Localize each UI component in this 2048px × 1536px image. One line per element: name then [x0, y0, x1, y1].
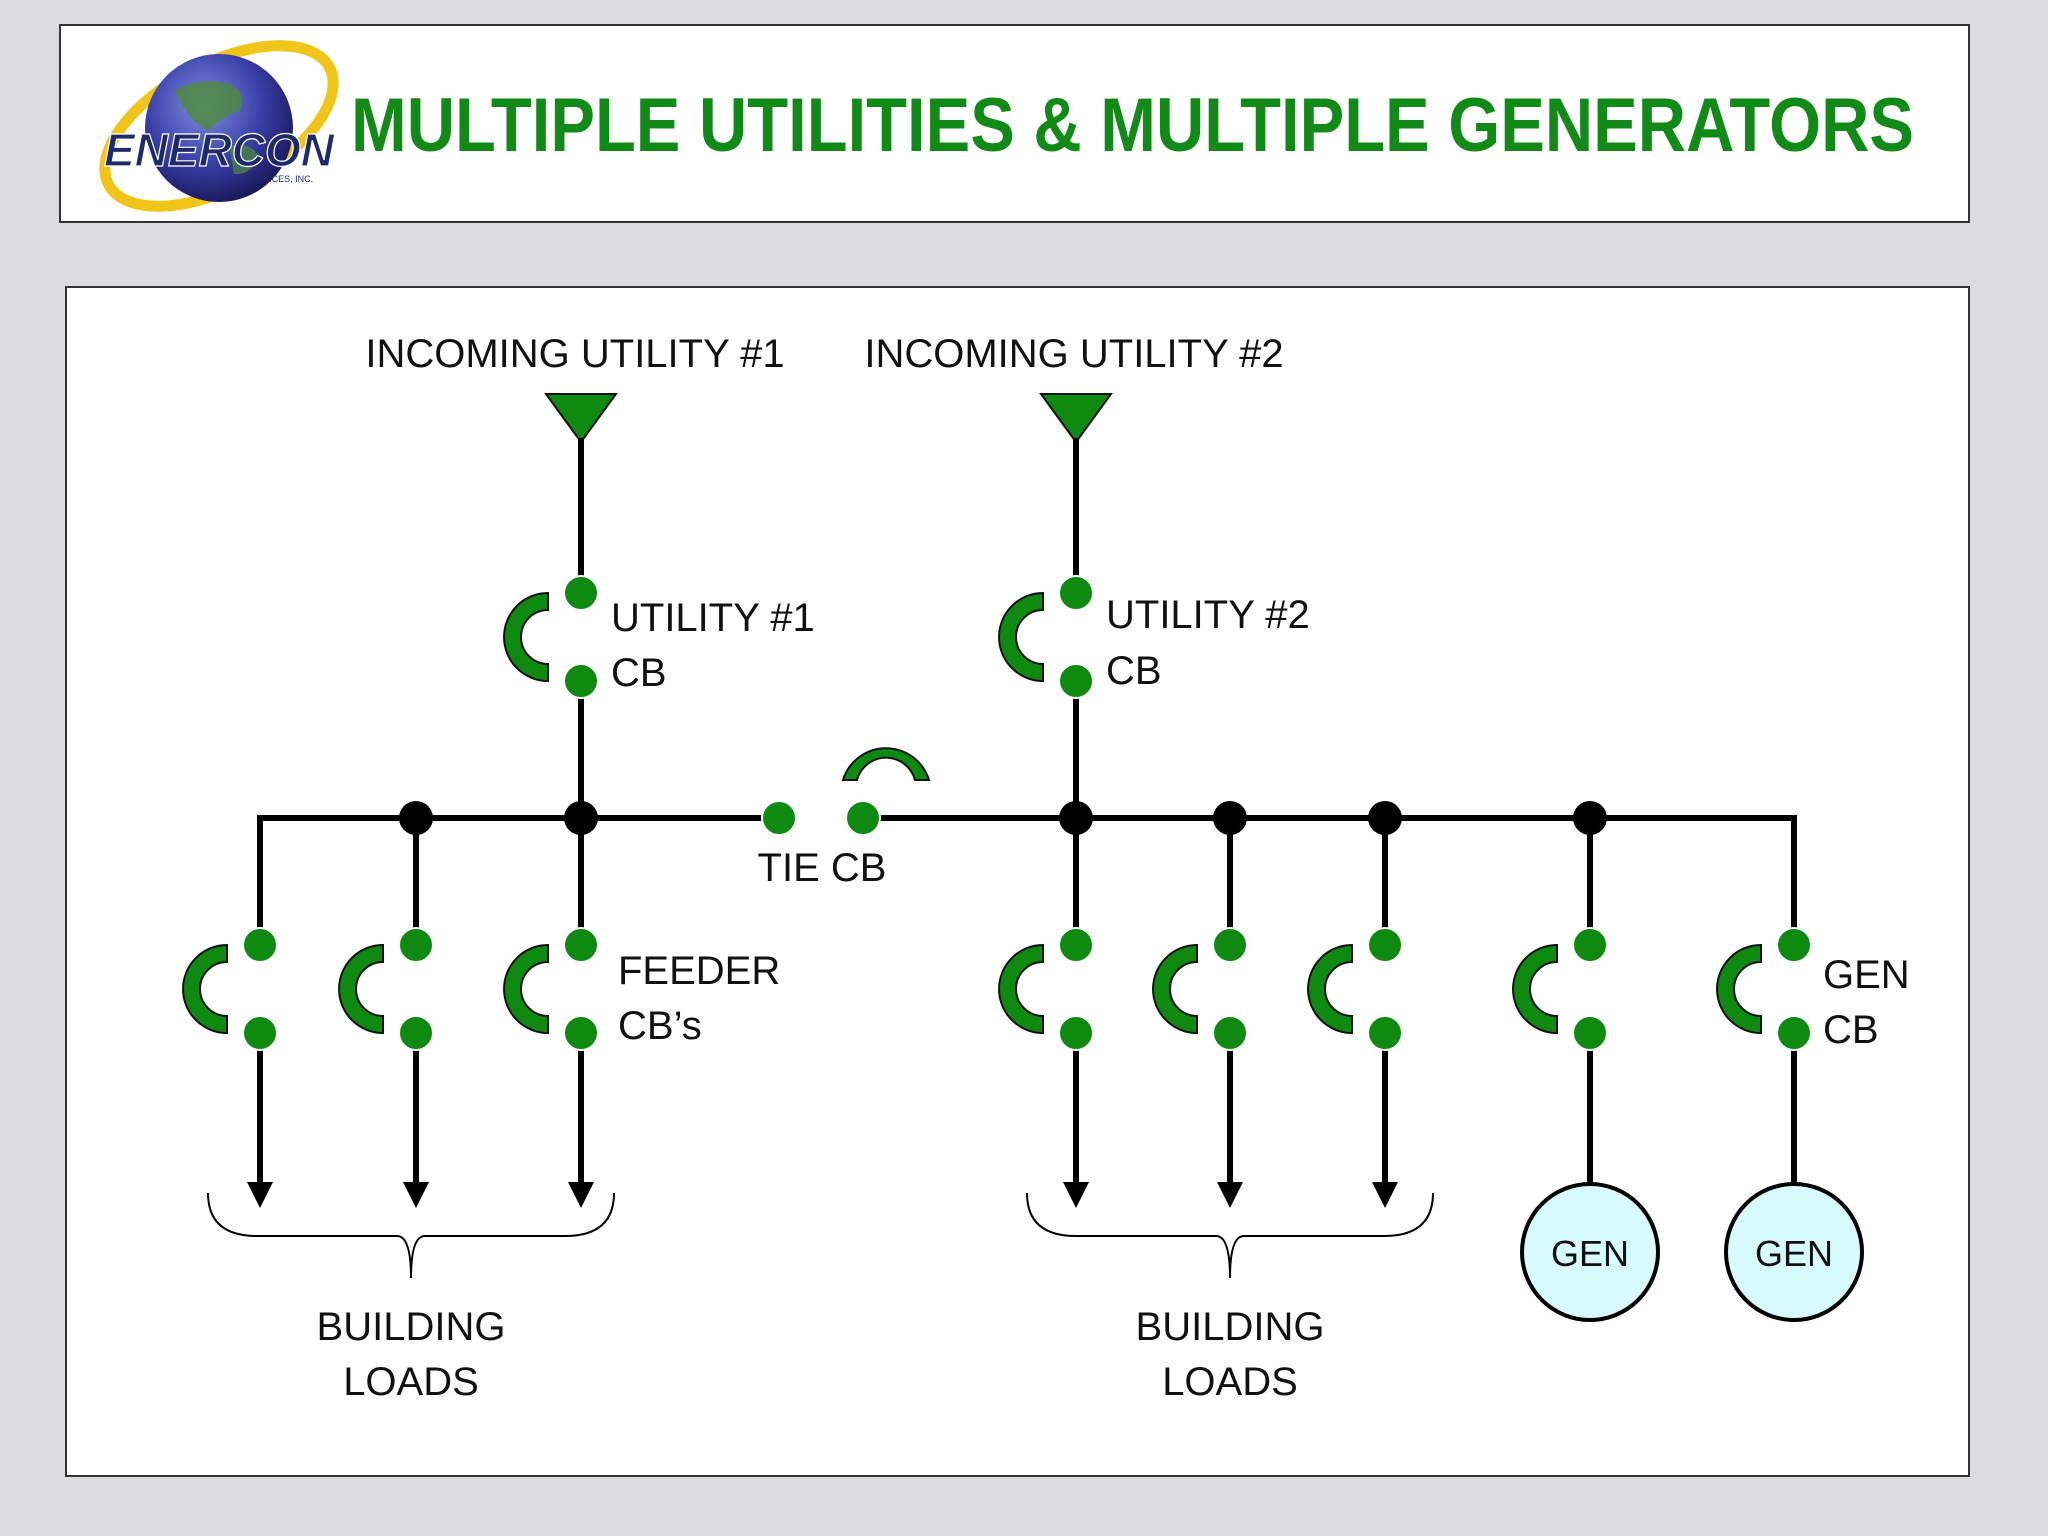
header-panel: ENERCON SERVICES, INC. MULTIPLE UTILITIE…: [59, 24, 1970, 223]
generator-2-symbol: [1724, 1182, 1864, 1322]
gen-cb-label-line2: CB: [1823, 1008, 1879, 1052]
feeder-cb-label-line2: CB’s: [618, 1004, 702, 1048]
junction-dot: [564, 801, 598, 835]
tie-cb-label: TIE CB: [758, 846, 887, 890]
building-loads-right-brace: [1026, 1192, 1434, 1279]
building-loads-left-brace: [207, 1192, 615, 1279]
junction-dot: [1059, 801, 1093, 835]
generator-2-label: GEN: [1755, 1233, 1833, 1274]
utility-1-breaker: [503, 575, 599, 699]
feeder-breaker: [1152, 927, 1248, 1051]
utility-1-cb-label-line1: UTILITY #1: [611, 596, 815, 640]
load-arrow: [247, 1182, 273, 1208]
utility-2-cb-label-line2: CB: [1106, 649, 1162, 693]
load-arrow: [403, 1182, 429, 1208]
logo-wordmark: ENERCON: [104, 124, 335, 176]
one-line-diagram: GEN GEN INCOMING UTILITY #1 INCOMING UTI…: [182, 332, 1910, 1404]
generator-breaker: [1512, 927, 1608, 1051]
building-loads-right-line1: BUILDING: [1136, 1305, 1325, 1349]
incoming-utility-2-label: INCOMING UTILITY #2: [864, 332, 1283, 376]
load-arrow: [568, 1182, 594, 1208]
generator-1-label: GEN: [1551, 1233, 1629, 1274]
generator-1-symbol: [1520, 1182, 1660, 1322]
building-loads-right-line2: LOADS: [1162, 1360, 1298, 1404]
feeder-breaker: [1307, 927, 1403, 1051]
feeder-breaker: [182, 927, 278, 1051]
building-loads-left-line2: LOADS: [343, 1360, 479, 1404]
junction-dot: [1213, 801, 1247, 835]
load-arrow: [1063, 1182, 1089, 1208]
utility-2-breaker: [998, 575, 1094, 699]
feeder-breaker: [503, 927, 599, 1051]
page-title: MULTIPLE UTILITIES & MULTIPLE GENERATORS: [351, 83, 1915, 168]
logo-subtext: SERVICES, INC.: [245, 174, 313, 184]
load-arrow: [1217, 1182, 1243, 1208]
load-arrow: [1372, 1182, 1398, 1208]
feeder-breaker: [338, 927, 434, 1051]
gen-cb-label-line1: GEN: [1823, 953, 1910, 997]
utility-2-cb-label-line1: UTILITY #2: [1106, 593, 1310, 637]
utility-2-source-symbol: [1039, 393, 1113, 444]
utility-1-source-symbol: [544, 393, 618, 444]
junction-dot: [1573, 801, 1607, 835]
utility-1-cb-label-line2: CB: [611, 651, 667, 695]
junction-dot: [399, 801, 433, 835]
generator-breaker: [1716, 927, 1812, 1051]
enercon-logo: ENERCON SERVICES, INC.: [99, 40, 339, 212]
incoming-utility-1-label: INCOMING UTILITY #1: [365, 332, 784, 376]
feeder-breaker: [998, 927, 1094, 1051]
junction-dot: [1368, 801, 1402, 835]
tie-breaker: [761, 747, 931, 836]
building-loads-left-line1: BUILDING: [317, 1305, 506, 1349]
feeder-cb-label-line1: FEEDER: [618, 949, 780, 993]
diagram-panel: GEN GEN INCOMING UTILITY #1 INCOMING UTI…: [65, 286, 1970, 1477]
